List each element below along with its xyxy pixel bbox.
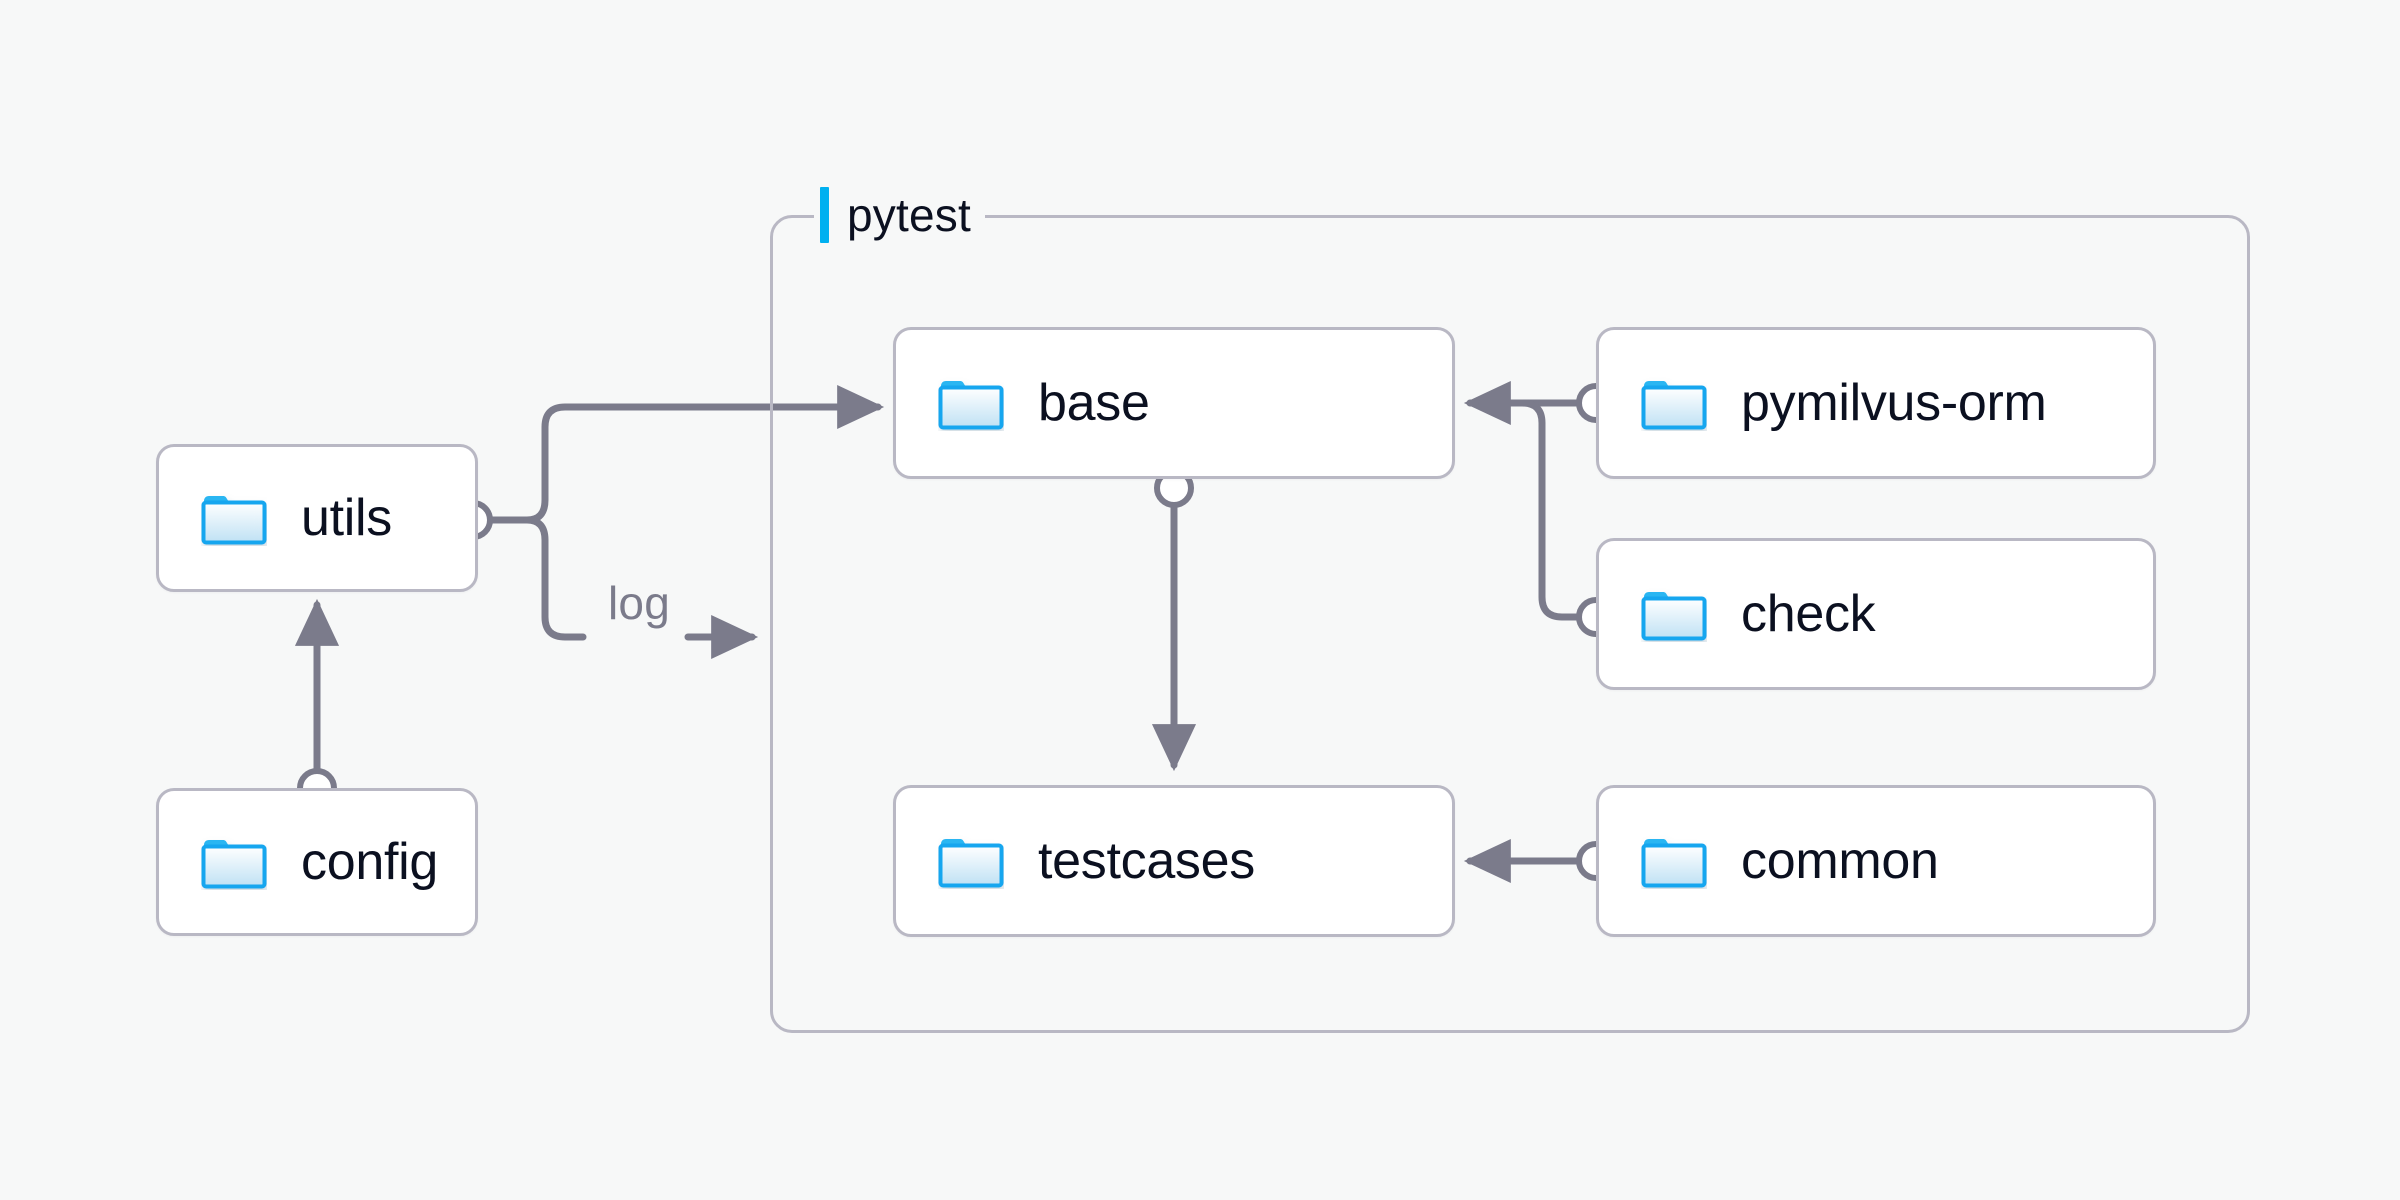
node-utils[interactable]: utils — [156, 444, 478, 592]
group-label-text: pytest — [847, 189, 971, 241]
node-testcases[interactable]: testcases — [893, 785, 1455, 937]
node-check[interactable]: check — [1596, 538, 2156, 690]
node-base[interactable]: base — [893, 327, 1455, 479]
node-config[interactable]: config — [156, 788, 478, 936]
edge-label-log: log — [600, 576, 678, 630]
folder-icon — [1641, 833, 1707, 889]
folder-icon — [201, 834, 267, 890]
folder-icon — [1641, 375, 1707, 431]
node-label: config — [301, 833, 438, 891]
node-label: utils — [301, 489, 392, 547]
node-label: common — [1741, 832, 1939, 890]
node-label: base — [1038, 374, 1150, 432]
edge-utils-to-pytest-log — [523, 516, 587, 641]
node-label: check — [1741, 585, 1876, 643]
folder-icon — [1641, 586, 1707, 642]
group-label-pytest: pytest — [814, 185, 985, 245]
group-container-pytest[interactable] — [770, 215, 2250, 1033]
folder-icon — [201, 490, 267, 546]
accent-bar-icon — [820, 187, 829, 243]
folder-icon — [938, 833, 1004, 889]
node-label: pymilvus-orm — [1741, 374, 2047, 432]
node-label: testcases — [1038, 832, 1255, 890]
node-pymilvus-orm[interactable]: pymilvus-orm — [1596, 327, 2156, 479]
folder-icon — [938, 375, 1004, 431]
node-common[interactable]: common — [1596, 785, 2156, 937]
